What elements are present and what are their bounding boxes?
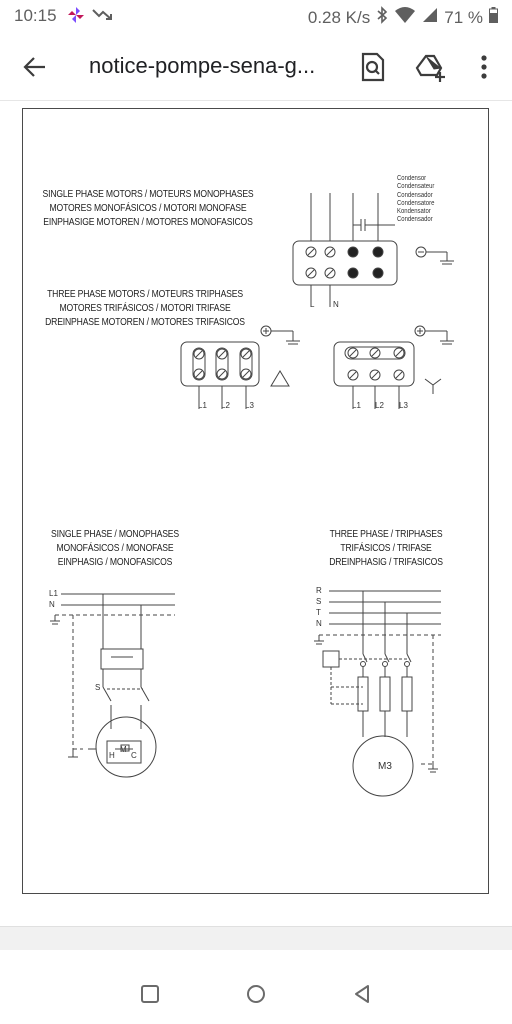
network-speed: 0.28 K/s <box>307 7 371 27</box>
heading-single-phase: SINGLE PHASE / MONOPHASES MONOFÁSICOS / … <box>29 527 201 569</box>
condenser-label: Condensador <box>397 216 433 224</box>
condenser-label: Condensatore <box>397 199 435 207</box>
heading-line: THREE PHASE / TRIPHASES <box>329 528 443 540</box>
heading-three-phase: THREE PHASE / TRIPHASES TRIFÁSICOS / TRI… <box>300 527 472 569</box>
line-label-t: T <box>316 608 321 617</box>
terminal-label-l2-delta: L2 <box>221 401 230 410</box>
motor-label-m3: M3 <box>378 761 392 772</box>
triangle-back-icon <box>355 985 369 1003</box>
recents-button[interactable] <box>140 984 160 1004</box>
system-navigation-bar <box>0 950 512 1024</box>
terminal-label-l: L <box>310 300 315 309</box>
condenser-label: Condensor <box>397 175 427 182</box>
heading-line: TRIFÁSICOS / TRIFASE <box>340 542 432 554</box>
heading-line: EINPHASIGE MOTOREN / MOTORES MONOFASICOS <box>43 216 253 228</box>
document-page[interactable]: SINGLE PHASE MOTORS / MOTEURS MONOPHASES… <box>22 108 489 894</box>
add-to-drive-button[interactable] <box>414 50 448 84</box>
terminal-label-n: N <box>333 300 339 309</box>
heading-three-phase-motors: THREE PHASE MOTORS / MOTEURS TRIPHASES M… <box>38 287 251 329</box>
motor-label-c: C <box>131 751 137 760</box>
line-label-n: N <box>49 600 55 609</box>
back-button[interactable] <box>20 52 50 82</box>
terminal-label-l1-star: L1 <box>352 401 361 410</box>
condenser-label: Kondensator <box>397 208 431 216</box>
status-time: 10:15 <box>14 6 57 25</box>
circle-icon <box>247 985 265 1003</box>
battery-icon <box>489 7 498 28</box>
three-phase-delta-box <box>180 325 300 409</box>
document-search-icon <box>361 52 385 82</box>
terminal-label-l3-star: L3 <box>399 401 408 410</box>
line-label-n3: N <box>316 619 322 628</box>
heading-single-phase-motors: SINGLE PHASE MOTORS / MOTEURS MONOPHASES… <box>41 187 254 229</box>
find-in-document-button[interactable] <box>356 50 390 84</box>
more-vert-icon <box>481 55 487 79</box>
line-label-s: S <box>316 597 322 606</box>
heading-line: SINGLE PHASE / MONOPHASES <box>51 528 179 540</box>
document-title: notice-pompe-sena-g... <box>89 53 316 78</box>
app-bar: notice-pompe-sena-g... <box>0 34 512 101</box>
switch-label-s: S <box>95 683 101 692</box>
drive-add-icon <box>415 54 445 82</box>
heading-line: EINPHASIG / MONOFASICOS <box>57 556 173 568</box>
signal-icon <box>422 7 438 28</box>
terminal-label-l1-delta: L1 <box>198 401 207 410</box>
motor-label-h: H <box>109 751 115 760</box>
condenser-label: Condensateur <box>397 183 435 191</box>
line-label-l1: L1 <box>49 589 58 598</box>
single-phase-schematic <box>50 593 175 778</box>
square-icon <box>141 985 159 1003</box>
trending-down-icon <box>92 6 114 27</box>
wifi-icon <box>394 6 416 29</box>
three-phase-schematic <box>314 590 441 797</box>
heading-line: MONOFÁSICOS / MONOFASE <box>56 542 174 554</box>
wiring-diagram <box>50 193 454 797</box>
heading-line: SINGLE PHASE MOTORS / MOTEURS MONOPHASES <box>42 188 254 200</box>
back-nav-button[interactable] <box>352 984 372 1004</box>
viewer-bottom-band <box>0 926 512 951</box>
home-button[interactable] <box>246 984 266 1004</box>
heading-line: DREINPHASIG / TRIFASICOS <box>329 556 443 568</box>
line-label-r: R <box>316 586 322 595</box>
bluetooth-icon <box>376 6 388 29</box>
heading-line: THREE PHASE MOTORS / MOTEURS TRIPHASES <box>47 288 243 300</box>
pinwheel-notification-icon <box>66 5 86 30</box>
three-phase-star-box <box>333 325 454 409</box>
arrow-back-icon <box>23 57 45 77</box>
terminal-label-l2-star: L2 <box>375 401 384 410</box>
heading-line: MOTORES TRIFÁSICOS / MOTORI TRIFASE <box>59 302 231 314</box>
heading-line: MOTORES MONOFÁSICOS / MOTORI MONOFASE <box>49 202 247 214</box>
battery-level: 71 % <box>444 7 483 27</box>
condenser-label: Condensador <box>397 191 433 199</box>
heading-line: DREINPHASE MOTOREN / MOTORES TRIFASICOS <box>45 316 245 328</box>
single-phase-terminal-box <box>292 193 454 307</box>
terminal-label-l3-delta: L3 <box>245 401 254 410</box>
more-options-button[interactable] <box>468 50 502 84</box>
condenser-labels: Condensor Condensateur Condensador Conde… <box>397 175 434 225</box>
status-bar: 10:15 0.28 K/s 71 % <box>0 0 512 34</box>
